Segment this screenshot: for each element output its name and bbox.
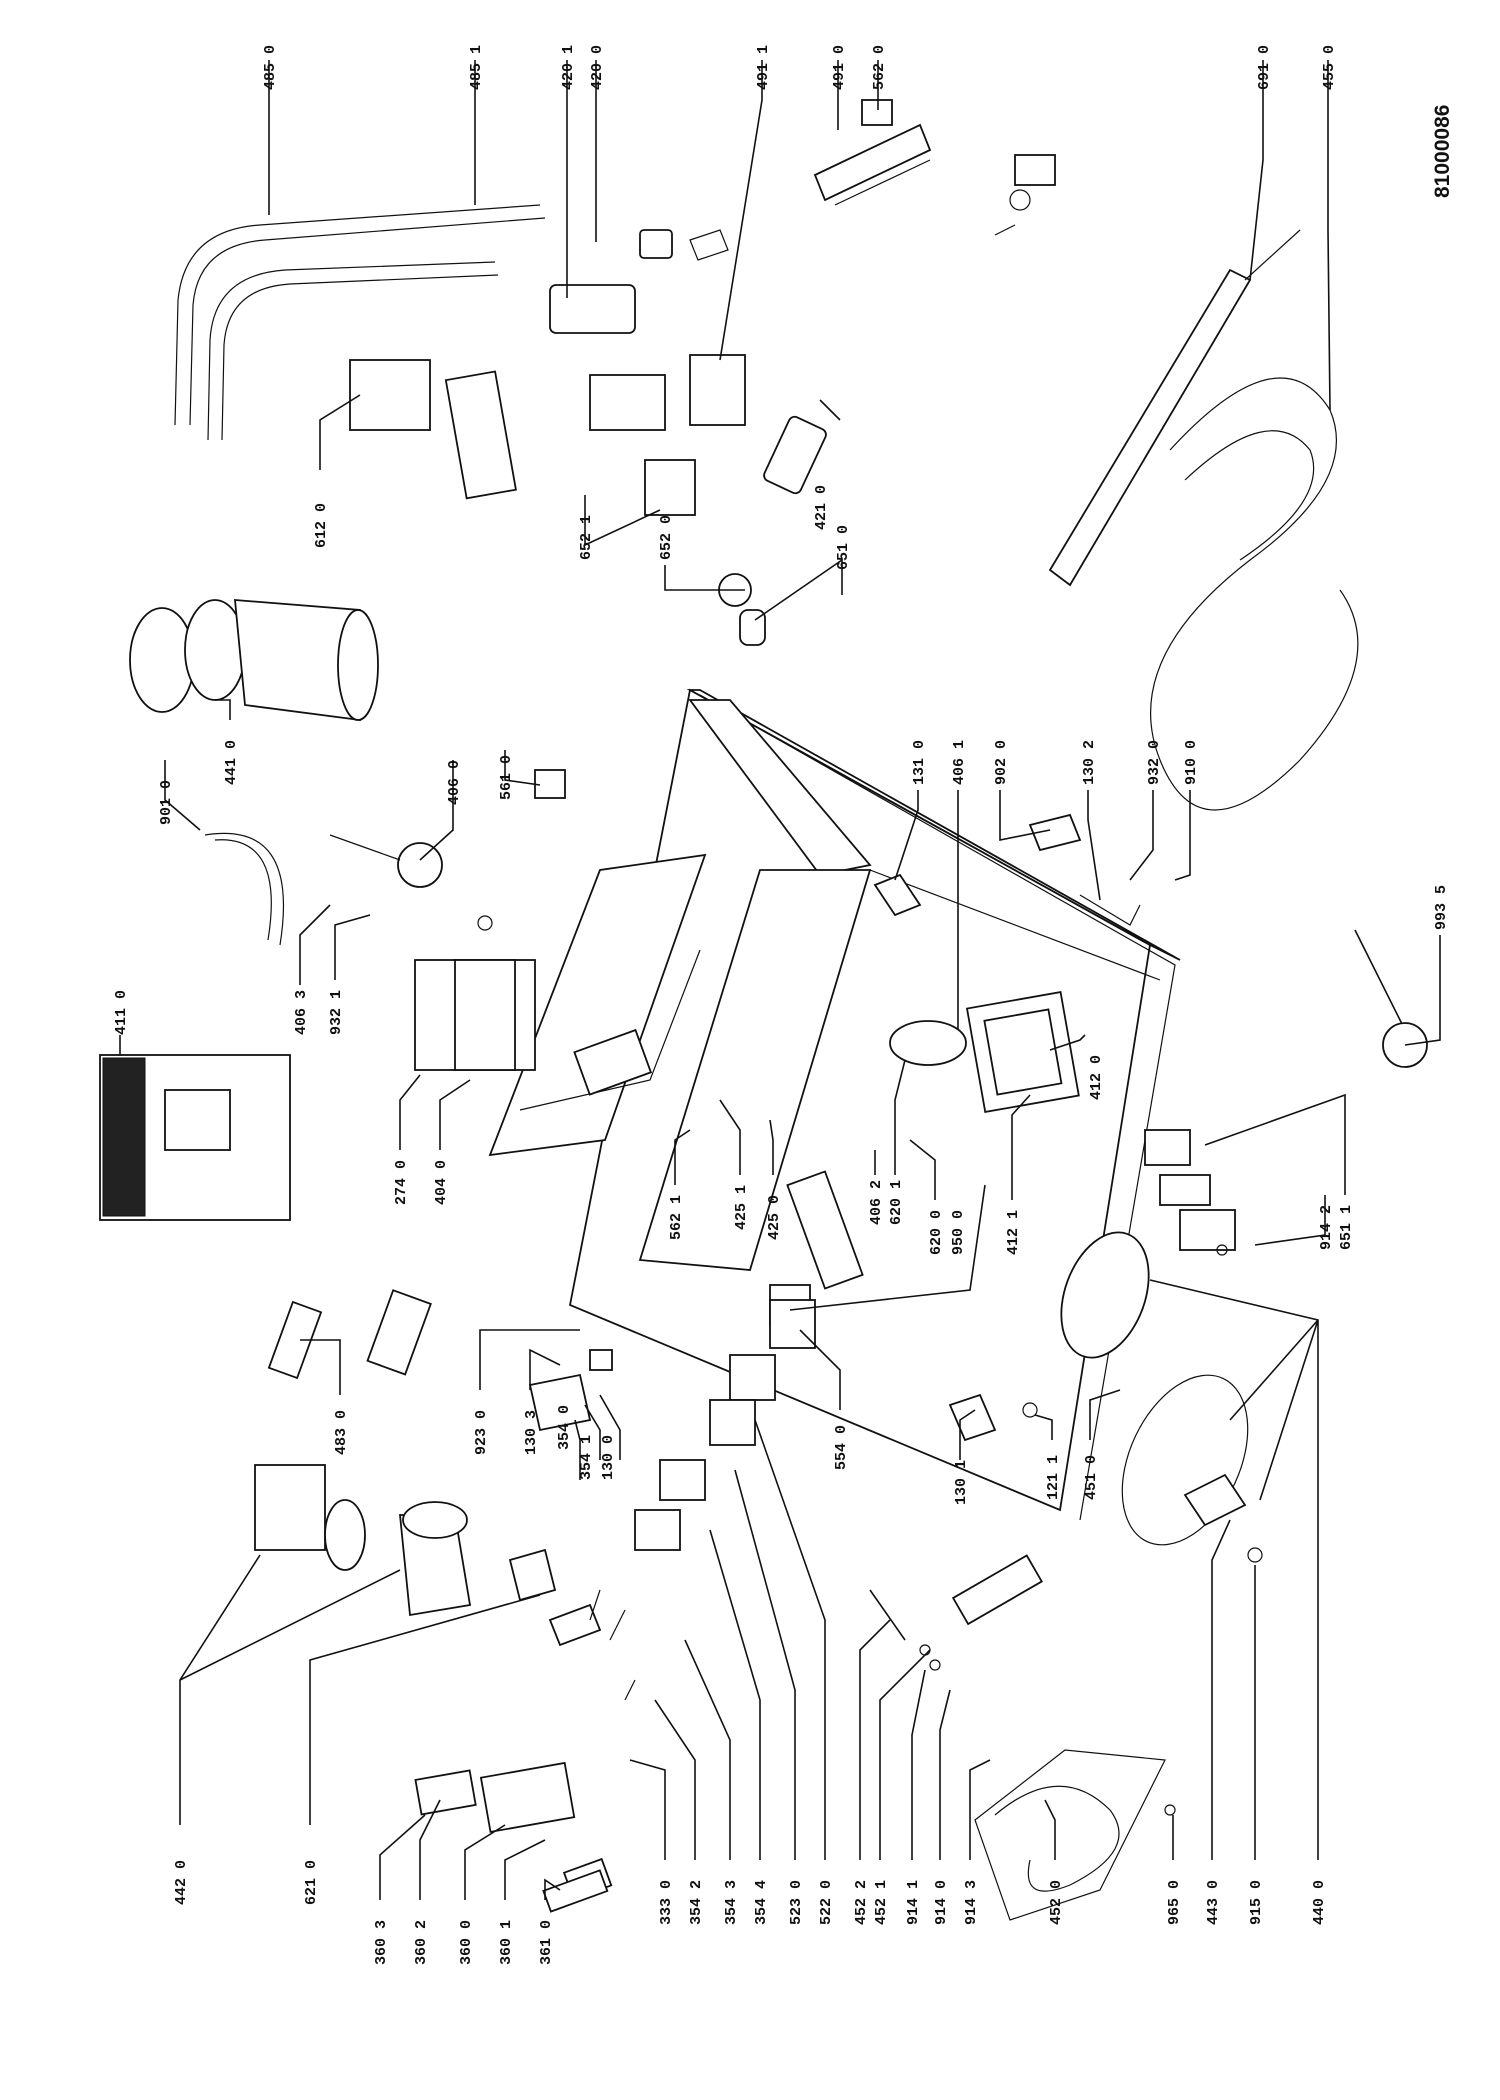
callout-label: 441 0 bbox=[223, 740, 240, 785]
document-code: 81000086 bbox=[1431, 105, 1454, 198]
leader-lines bbox=[119, 60, 1441, 1900]
callout-label: 523 0 bbox=[788, 1880, 805, 1925]
callout-label: 932 0 bbox=[1146, 740, 1163, 785]
callout-label: 354 4 bbox=[753, 1880, 770, 1925]
part-drawings bbox=[99, 99, 1428, 1921]
callout-label: 452 0 bbox=[1048, 1880, 1065, 1925]
callout-label: 360 2 bbox=[413, 1920, 430, 1965]
callout-label: 902 0 bbox=[993, 740, 1010, 785]
callout-label: 420 1 bbox=[560, 45, 577, 90]
callout-label: 360 3 bbox=[373, 1920, 390, 1965]
callout-label: 360 0 bbox=[458, 1920, 475, 1965]
callout-label: 354 3 bbox=[723, 1880, 740, 1925]
callout-label: 361 0 bbox=[538, 1920, 555, 1965]
callout-label: 522 0 bbox=[818, 1880, 835, 1925]
callout-label: 411 0 bbox=[113, 990, 130, 1035]
callout-label: 485 0 bbox=[262, 45, 279, 90]
callout-label: 652 0 bbox=[658, 515, 675, 560]
callout-label: 452 1 bbox=[873, 1880, 890, 1925]
callout-label: 993 5 bbox=[1433, 885, 1450, 930]
callout-label: 121 1 bbox=[1045, 1455, 1062, 1500]
callout-label: 914 2 bbox=[1318, 1205, 1335, 1250]
callout-label: 130 2 bbox=[1081, 740, 1098, 785]
callout-label: 491 1 bbox=[755, 45, 772, 90]
callout-label: 950 0 bbox=[950, 1210, 967, 1255]
callout-label: 915 0 bbox=[1248, 1880, 1265, 1925]
callout-label: 443 0 bbox=[1205, 1880, 1222, 1925]
callout-label: 354 0 bbox=[556, 1405, 573, 1450]
callout-label: 965 0 bbox=[1166, 1880, 1183, 1925]
callout-label: 612 0 bbox=[313, 503, 330, 548]
callout-label: 910 0 bbox=[1183, 740, 1200, 785]
callout-label: 274 0 bbox=[393, 1160, 410, 1205]
callout-label: 620 0 bbox=[928, 1210, 945, 1255]
callout-label: 354 2 bbox=[688, 1880, 705, 1925]
callout-label: 562 1 bbox=[668, 1195, 685, 1240]
callout-label: 425 1 bbox=[733, 1185, 750, 1230]
callout-label: 420 0 bbox=[589, 45, 606, 90]
callout-label: 412 1 bbox=[1005, 1210, 1022, 1255]
callout-label: 691 0 bbox=[1256, 45, 1273, 90]
callout-label: 130 3 bbox=[523, 1410, 540, 1455]
callout-label: 554 0 bbox=[833, 1425, 850, 1470]
callout-label: 620 1 bbox=[888, 1180, 905, 1225]
callout-label: 354 1 bbox=[578, 1435, 595, 1480]
callout-label: 333 0 bbox=[658, 1880, 675, 1925]
callout-label: 485 1 bbox=[468, 45, 485, 90]
callout-label: 561 0 bbox=[498, 755, 515, 800]
callout-label: 130 1 bbox=[953, 1460, 970, 1505]
callout-label: 652 1 bbox=[578, 515, 595, 560]
callout-label: 406 2 bbox=[868, 1180, 885, 1225]
callout-label: 651 0 bbox=[835, 525, 852, 570]
callout-label: 130 0 bbox=[600, 1435, 617, 1480]
callout-label: 621 0 bbox=[303, 1860, 320, 1905]
callout-label: 491 0 bbox=[831, 45, 848, 90]
callout-label: 901 0 bbox=[158, 780, 175, 825]
callout-label: 421 0 bbox=[813, 485, 830, 530]
callout-label: 914 0 bbox=[933, 1880, 950, 1925]
callout-label: 455 0 bbox=[1321, 45, 1338, 90]
callout-label: 404 0 bbox=[433, 1160, 450, 1205]
callout-label: 406 0 bbox=[446, 760, 463, 805]
callout-labels: 485 0 485 1 420 1 420 0 491 1 491 0 562 … bbox=[113, 45, 1450, 1965]
callout-label: 406 3 bbox=[293, 990, 310, 1035]
callout-label: 360 1 bbox=[498, 1920, 515, 1965]
callout-label: 923 0 bbox=[473, 1410, 490, 1455]
callout-label: 914 3 bbox=[963, 1880, 980, 1925]
callout-label: 406 1 bbox=[951, 740, 968, 785]
callout-label: 651 1 bbox=[1338, 1205, 1355, 1250]
callout-label: 914 1 bbox=[905, 1880, 922, 1925]
callout-label: 440 0 bbox=[1311, 1880, 1328, 1925]
callout-label: 442 0 bbox=[173, 1860, 190, 1905]
callout-label: 451 0 bbox=[1083, 1455, 1100, 1500]
callout-label: 425 0 bbox=[766, 1195, 783, 1240]
callout-label: 452 2 bbox=[853, 1880, 870, 1925]
callout-label: 412 0 bbox=[1088, 1055, 1105, 1100]
callout-label: 932 1 bbox=[328, 990, 345, 1035]
callout-label: 562 0 bbox=[871, 45, 888, 90]
callout-label: 483 0 bbox=[333, 1410, 350, 1455]
callout-label: 131 0 bbox=[911, 740, 928, 785]
